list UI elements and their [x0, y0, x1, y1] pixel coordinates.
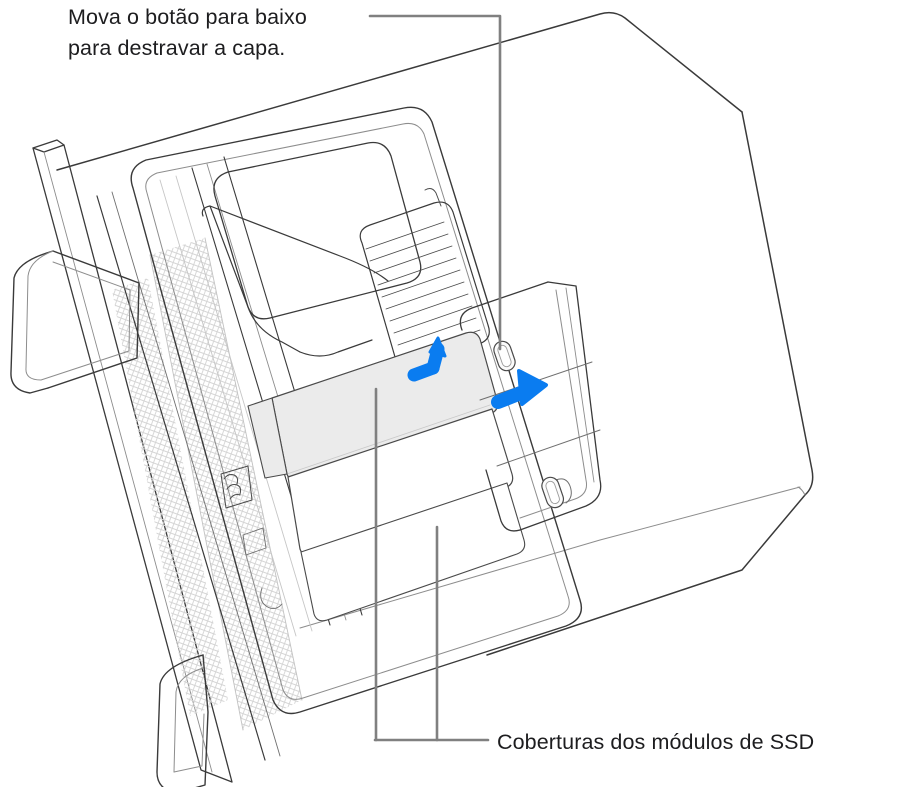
cover-panel	[459, 281, 602, 532]
interior-module	[201, 141, 490, 368]
secondary-latch-button[interactable]	[540, 475, 566, 510]
ssd-cover-upper-left-extension	[247, 397, 288, 479]
top-handle	[10, 250, 140, 394]
latch-direction-arrow	[491, 369, 548, 409]
cover-latch-button[interactable]	[492, 339, 518, 373]
callout-latch-line2: para destravar a capa.	[68, 36, 286, 60]
bottom-handle	[156, 654, 209, 787]
callout-ssd-line1: Coberturas dos módulos de SSD	[497, 730, 815, 754]
leader-line-ssd-covers	[373, 387, 490, 742]
ssd-cover-lower-secondary	[300, 482, 526, 622]
callout-latch-text: Mova o botão para baixo para destravar a …	[68, 2, 307, 64]
callout-ssd-text: Coberturas dos módulos de SSD	[497, 727, 814, 758]
mac-pro-chassis	[56, 11, 814, 656]
slide-cover-arrow	[407, 336, 447, 382]
leader-line-latch	[368, 14, 502, 351]
callout-latch-line1: Mova o botão para baixo	[68, 5, 307, 29]
rail-clip	[220, 465, 253, 509]
